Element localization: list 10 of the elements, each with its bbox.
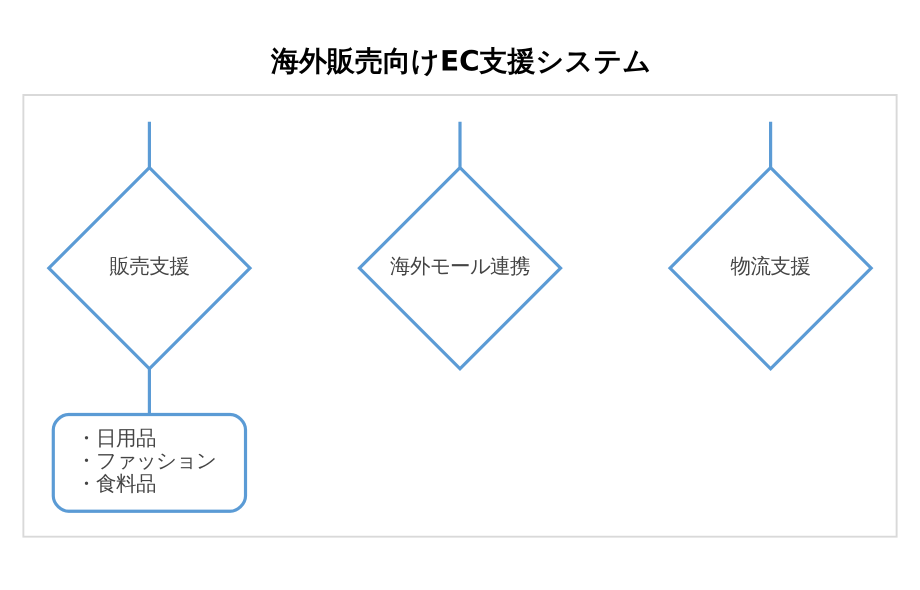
node-diamond: 物流支援	[668, 164, 874, 370]
node-box: ・日用品 ・ファッション ・食料品	[52, 412, 248, 512]
cluster	[22, 94, 898, 538]
node-diamond: 販売支援	[46, 164, 252, 370]
connector	[458, 121, 462, 168]
connector	[148, 368, 151, 414]
diagram-title: 海外販売向けEC支援システム	[270, 44, 652, 77]
connector	[769, 121, 772, 168]
connector	[148, 121, 151, 168]
node-diamond: 海外モール連携	[357, 164, 563, 370]
